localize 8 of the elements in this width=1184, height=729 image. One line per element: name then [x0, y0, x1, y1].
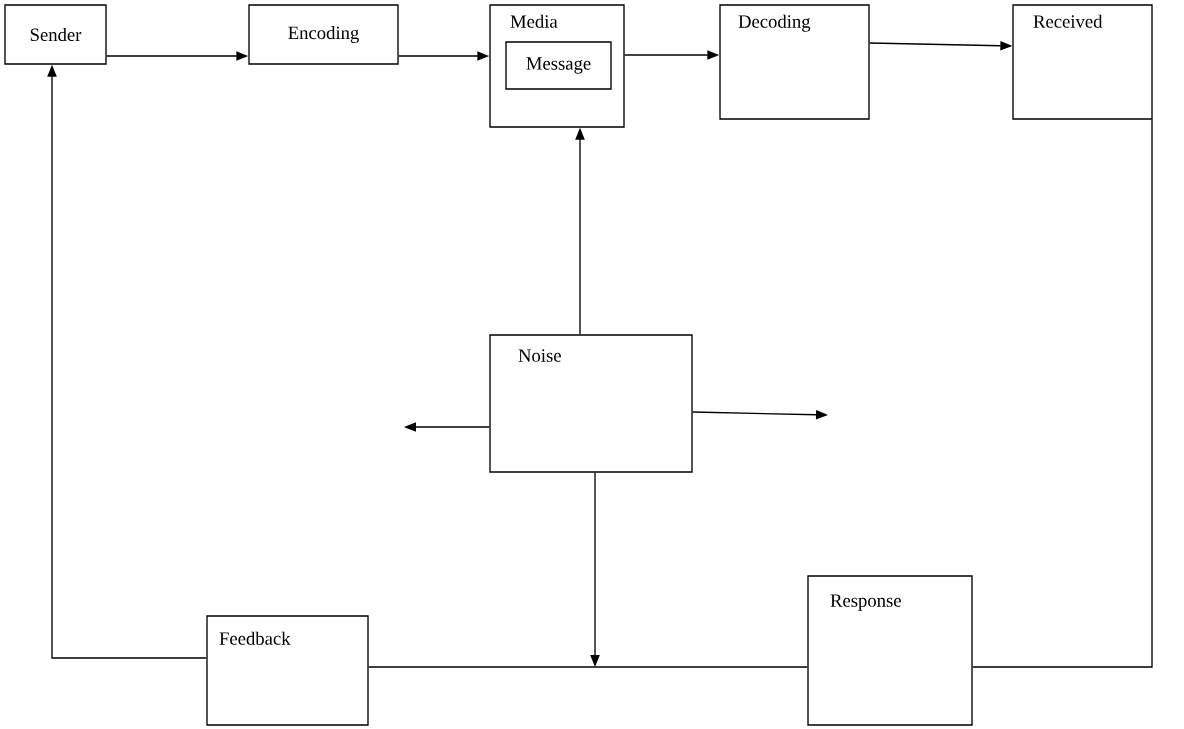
process-box: Encoding — [248, 4, 399, 65]
process-box: Message — [505, 41, 612, 90]
process-box: Noise — [489, 334, 693, 473]
process-box: Feedback — [206, 615, 369, 726]
process-box: Received — [1012, 4, 1153, 120]
process-box: Decoding — [719, 4, 870, 120]
process-box: Response — [807, 575, 973, 726]
process-box: Sender — [4, 4, 107, 65]
